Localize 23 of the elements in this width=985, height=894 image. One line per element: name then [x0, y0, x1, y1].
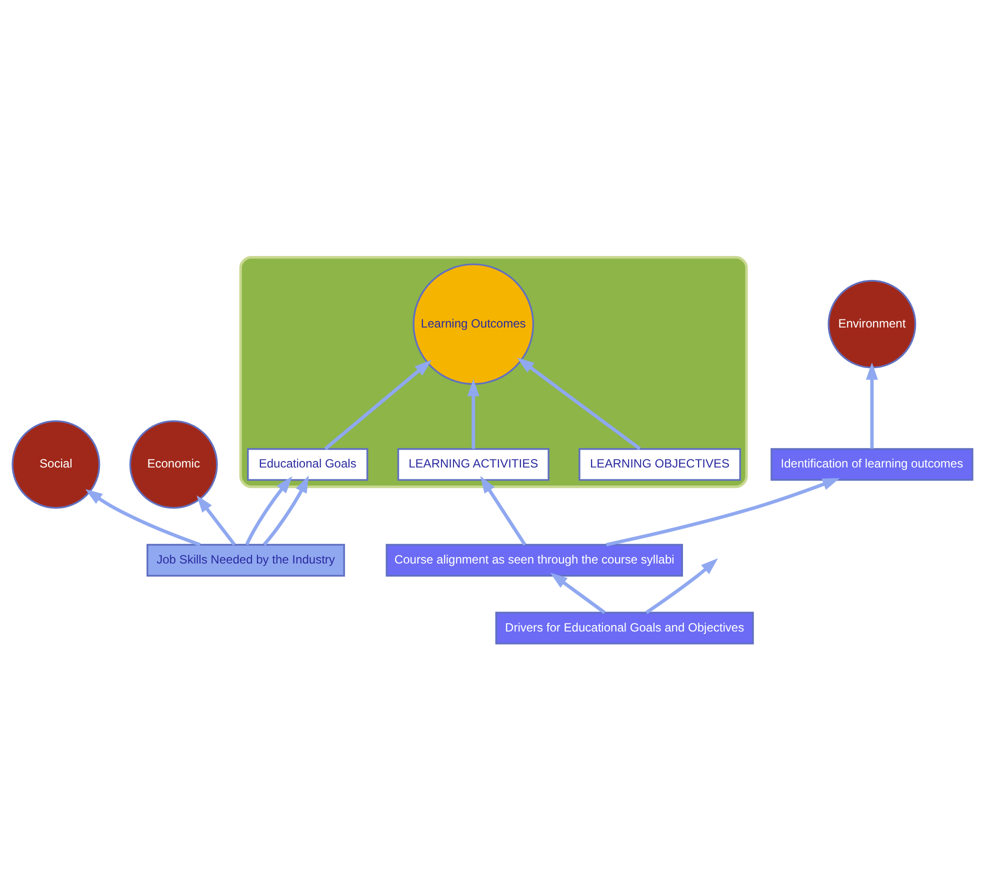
- node-box: LEARNING ACTIVITIES: [397, 448, 550, 481]
- arrow: [480, 476, 526, 546]
- node-box: LEARNING OBJECTIVES: [578, 448, 741, 481]
- node-circle: Environment: [828, 280, 916, 368]
- node-box: Course alignment as seen through the course syllabi: [386, 544, 683, 577]
- node-box: Job Skills Needed by the Industry: [146, 544, 345, 577]
- arrow: [245, 476, 292, 546]
- arrow: [866, 362, 878, 449]
- arrow: [85, 489, 201, 546]
- cluster: [239, 256, 748, 488]
- node-circle: Social: [12, 420, 100, 509]
- arrow: [550, 572, 606, 614]
- arrow: [262, 476, 309, 546]
- arrow: [467, 379, 480, 449]
- node-box: Drivers for Educational Goals and Objectives: [495, 612, 754, 644]
- arrow: [517, 358, 641, 450]
- arrow: [606, 478, 840, 546]
- node-circle: Economic: [129, 420, 218, 509]
- node-box: Educational Goals: [247, 448, 368, 481]
- arrow: [324, 360, 432, 450]
- arrow: [645, 558, 718, 614]
- node-box: Identification of learning outcomes: [770, 448, 974, 481]
- arrow: [196, 495, 236, 546]
